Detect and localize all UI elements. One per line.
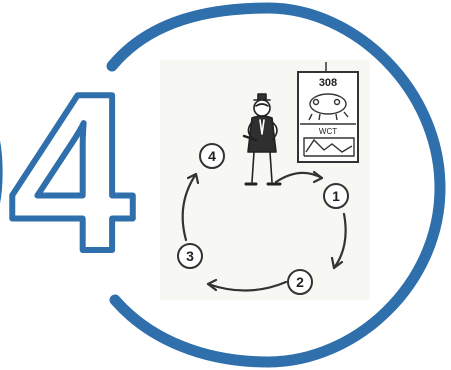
illustration-panel: 308 WCT [160, 60, 370, 300]
poster-chart-label: WCT [319, 127, 337, 136]
cycle-step-2-label: 2 [296, 274, 304, 290]
cycle-step-3: 3 [178, 244, 202, 268]
cycle-step-1-label: 1 [332, 188, 340, 204]
cycle-step-3-label: 3 [186, 248, 194, 264]
poster-code: 308 [319, 77, 337, 89]
cycle-step-4: 4 [200, 144, 224, 168]
cycle-step-4-label: 4 [208, 148, 216, 164]
cycle-step-1: 1 [324, 184, 348, 208]
cycle-step-2: 2 [288, 270, 312, 294]
wall-poster: 308 WCT [298, 62, 358, 162]
step-number: 04 [0, 46, 134, 298]
